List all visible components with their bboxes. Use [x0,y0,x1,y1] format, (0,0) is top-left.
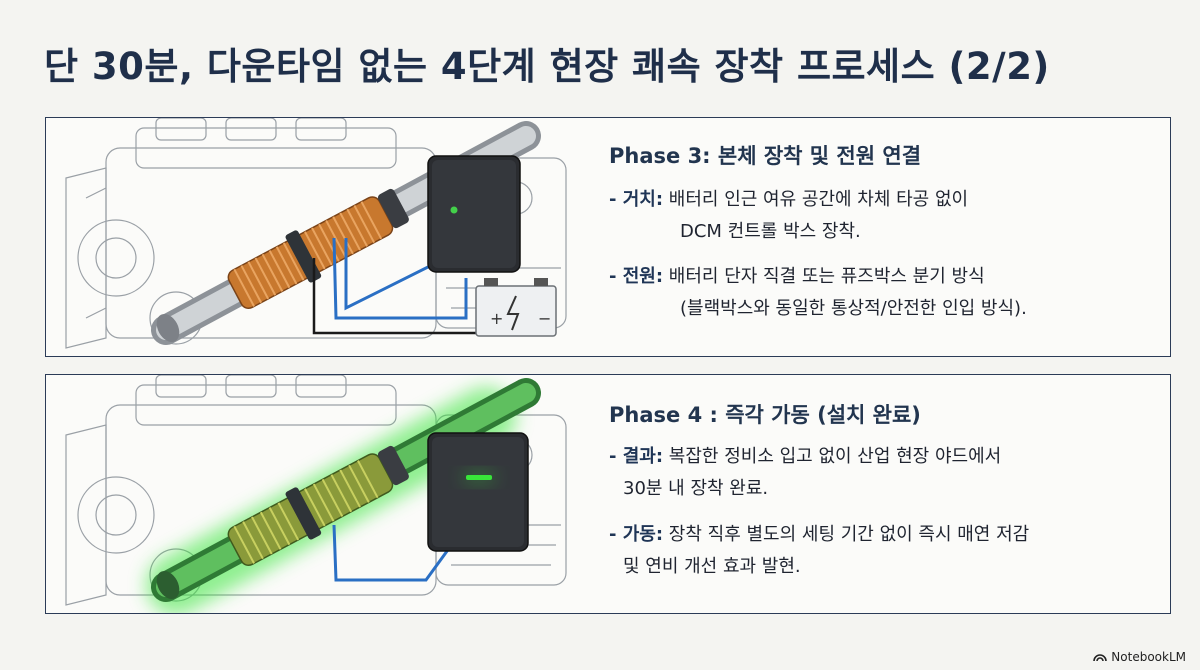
copper-coil [227,445,409,567]
phase4-text: Phase 4 : 즉각 가동 (설치 완료) - 결과: 복잡한 정비소 입고… [606,375,1166,613]
item-line2: DCM 컨트롤 박스 장착. [680,221,861,242]
battery-icon: + − [475,278,557,337]
phase4-panel: Phase 4 : 즉각 가동 (설치 완료) - 결과: 복잡한 정비소 입고… [45,374,1171,614]
item-line1: 복잡한 정비소 입고 없이 산업 현장 야드에서 [668,446,1002,467]
phase3-text: Phase 3: 본체 장착 및 전원 연결 - 거치: 배터리 인근 여유 공… [606,118,1166,356]
item-label: - 결과: [609,446,664,467]
item-label: - 거치: [609,189,664,210]
notebooklm-logo-icon [1093,654,1108,662]
phase3-illustration: + − [65,118,567,349]
copper-coil [227,188,409,310]
phase4-illustration [65,375,567,613]
item-line2: 및 연비 개선 효과 발현. [623,556,801,577]
page-title: 단 30분, 다운타임 없는 4단계 현장 쾌속 장착 프로세스 (2/2) [44,45,1050,88]
phase4-item-result: - 결과: 복잡한 정비소 입고 없이 산업 현장 야드에서 30분 내 장착 … [609,441,1001,505]
phase3-item-power: - 전원: 배터리 단자 직결 또는 퓨즈박스 분기 방식 (블랙박스와 동일한… [609,261,1027,325]
phase4-item-operation: - 가동: 장착 직후 별도의 세팅 기간 없이 즉시 매연 저감 및 연비 개… [609,519,1029,583]
notebooklm-brand: NotebookLM [1093,650,1186,664]
item-label: - 전원: [609,266,664,287]
item-line1: 배터리 단자 직결 또는 퓨즈박스 분기 방식 [668,266,985,287]
control-box [427,155,521,273]
item-line2: 30분 내 장착 완료. [623,478,769,499]
phase3-panel: + − Phase 3: 본체 장착 및 전원 연결 - 거치: 배터리 인근 … [45,117,1171,357]
item-line1: 장착 직후 별도의 세팅 기간 없이 즉시 매연 저감 [668,524,1030,545]
phase4-heading: Phase 4 : 즉각 가동 (설치 완료) [609,403,921,427]
item-line1: 배터리 인근 여유 공간에 차체 타공 없이 [668,189,969,210]
svg-text:+: + [490,309,503,328]
brand-label: NotebookLM [1111,650,1186,664]
phase3-heading: Phase 3: 본체 장착 및 전원 연결 [609,144,922,168]
phase3-item-mount: - 거치: 배터리 인근 여유 공간에 차체 타공 없이 DCM 컨트롤 박스 … [609,184,968,248]
item-label: - 가동: [609,524,664,545]
item-line2: (블랙박스와 동일한 통상적/안전한 인입 방식). [680,298,1027,319]
svg-text:−: − [538,309,551,328]
control-box [427,432,529,552]
